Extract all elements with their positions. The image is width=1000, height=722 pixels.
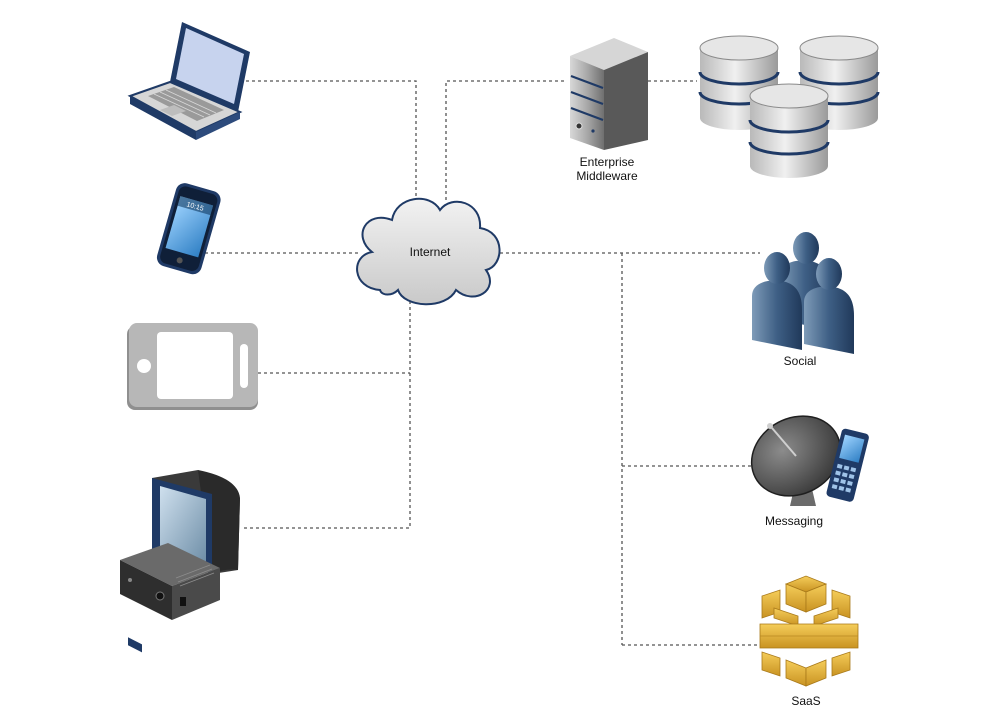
cloud-icon <box>356 197 501 306</box>
tablet-icon <box>127 323 258 410</box>
connector-tv <box>244 296 411 529</box>
smartphone-icon: 10:15 <box>156 183 221 275</box>
satellite-dish-phone-icon <box>750 415 869 506</box>
connector-services-bus <box>500 252 760 645</box>
laptop-icon <box>127 22 250 140</box>
messaging-label: Messaging <box>764 514 824 528</box>
tv-set-top-box-icon <box>120 470 240 653</box>
phone-screen-time: 10:15 <box>186 201 205 213</box>
social-label: Social <box>783 354 817 368</box>
saas-label: SaaS <box>791 694 821 708</box>
middleware-label: Enterprise Middleware <box>576 155 638 183</box>
internet-label: Internet <box>409 245 451 259</box>
connectors <box>205 80 760 646</box>
people-group-icon <box>752 232 854 354</box>
database-cluster-icon <box>698 35 880 178</box>
boxes-icon <box>759 575 859 687</box>
connector-laptop <box>246 80 417 200</box>
connector-middleware <box>445 80 566 200</box>
server-icon <box>570 38 648 150</box>
